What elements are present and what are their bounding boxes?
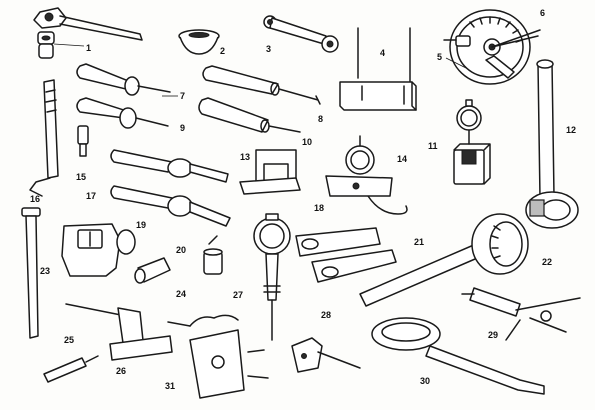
tool-4-pin-block <box>339 27 417 111</box>
callout-6: 6 <box>540 8 545 18</box>
callout-26: 26 <box>116 366 126 376</box>
tool-18-u-fixture <box>239 149 393 197</box>
tool-8-handle <box>202 65 321 105</box>
callout-labels: 1 2 3 4 5 6 7 8 9 10 11 12 13 14 15 16 1… <box>30 8 576 391</box>
callout-14: 14 <box>397 154 407 164</box>
tool-23-long-holder <box>21 207 41 339</box>
tool-2-bowl <box>178 29 220 55</box>
tool-25-bit <box>43 355 99 383</box>
callout-2: 2 <box>220 46 225 56</box>
tool-3-offset-wrench <box>263 15 339 53</box>
tool-20-fitting <box>203 235 223 275</box>
callout-9: 9 <box>180 123 185 133</box>
tool-1-ratchet-socket <box>33 7 143 59</box>
callout-17: 17 <box>86 191 96 201</box>
callout-11: 11 <box>428 141 438 151</box>
tool-31-spring-block <box>189 314 269 399</box>
tool-19-gauge-body <box>61 223 136 277</box>
callout-28: 28 <box>321 310 331 320</box>
callout-1: 1 <box>86 43 91 53</box>
tool-29-puller <box>461 287 581 341</box>
tool-14-dial-indicator <box>345 135 408 215</box>
tool-15-punch <box>77 125 89 157</box>
tool-11-dial-gauge-stand <box>453 99 491 185</box>
callout-31: 31 <box>165 381 175 391</box>
callout-4: 4 <box>380 48 385 58</box>
tool-9-drift <box>76 97 169 129</box>
tool-30-hook-spanner <box>371 317 545 395</box>
tool-24-plug <box>134 257 171 284</box>
callout-29: 29 <box>488 330 498 340</box>
callout-25: 25 <box>64 335 74 345</box>
callout-5: 5 <box>437 52 442 62</box>
tool-17-collared-shaft <box>110 185 231 227</box>
callout-16: 16 <box>30 194 40 204</box>
tool-12-box-lever <box>525 59 579 229</box>
tool-5-6-timing-disc <box>443 9 541 85</box>
callout-10: 10 <box>302 137 312 147</box>
callout-3: 3 <box>266 44 271 54</box>
callout-15: 15 <box>76 172 86 182</box>
callout-30: 30 <box>420 376 430 386</box>
callout-21: 21 <box>414 237 424 247</box>
callout-12: 12 <box>566 125 576 135</box>
callout-8: 8 <box>318 114 323 124</box>
tool-16-extractor-rod <box>29 79 59 197</box>
callout-13: 13 <box>240 152 250 162</box>
callout-24: 24 <box>176 289 186 299</box>
tool-21-shaped-blocks <box>295 227 397 283</box>
tool-7-drift <box>76 63 171 96</box>
tool-28-bracket <box>291 337 361 373</box>
tool-27-micrometer-dial <box>253 213 291 341</box>
tool-26-bridge-clamp <box>65 303 191 361</box>
callout-19: 19 <box>136 220 146 230</box>
callout-20: 20 <box>176 245 186 255</box>
callout-18: 18 <box>314 203 324 213</box>
callout-7: 7 <box>180 91 185 101</box>
callout-27: 27 <box>233 290 243 300</box>
tool-13-collared-shaft <box>110 149 229 183</box>
tool-22-ring-spanner <box>359 213 529 307</box>
tool-10-handle <box>198 97 301 133</box>
callout-23: 23 <box>40 266 50 276</box>
callout-22: 22 <box>542 257 552 267</box>
